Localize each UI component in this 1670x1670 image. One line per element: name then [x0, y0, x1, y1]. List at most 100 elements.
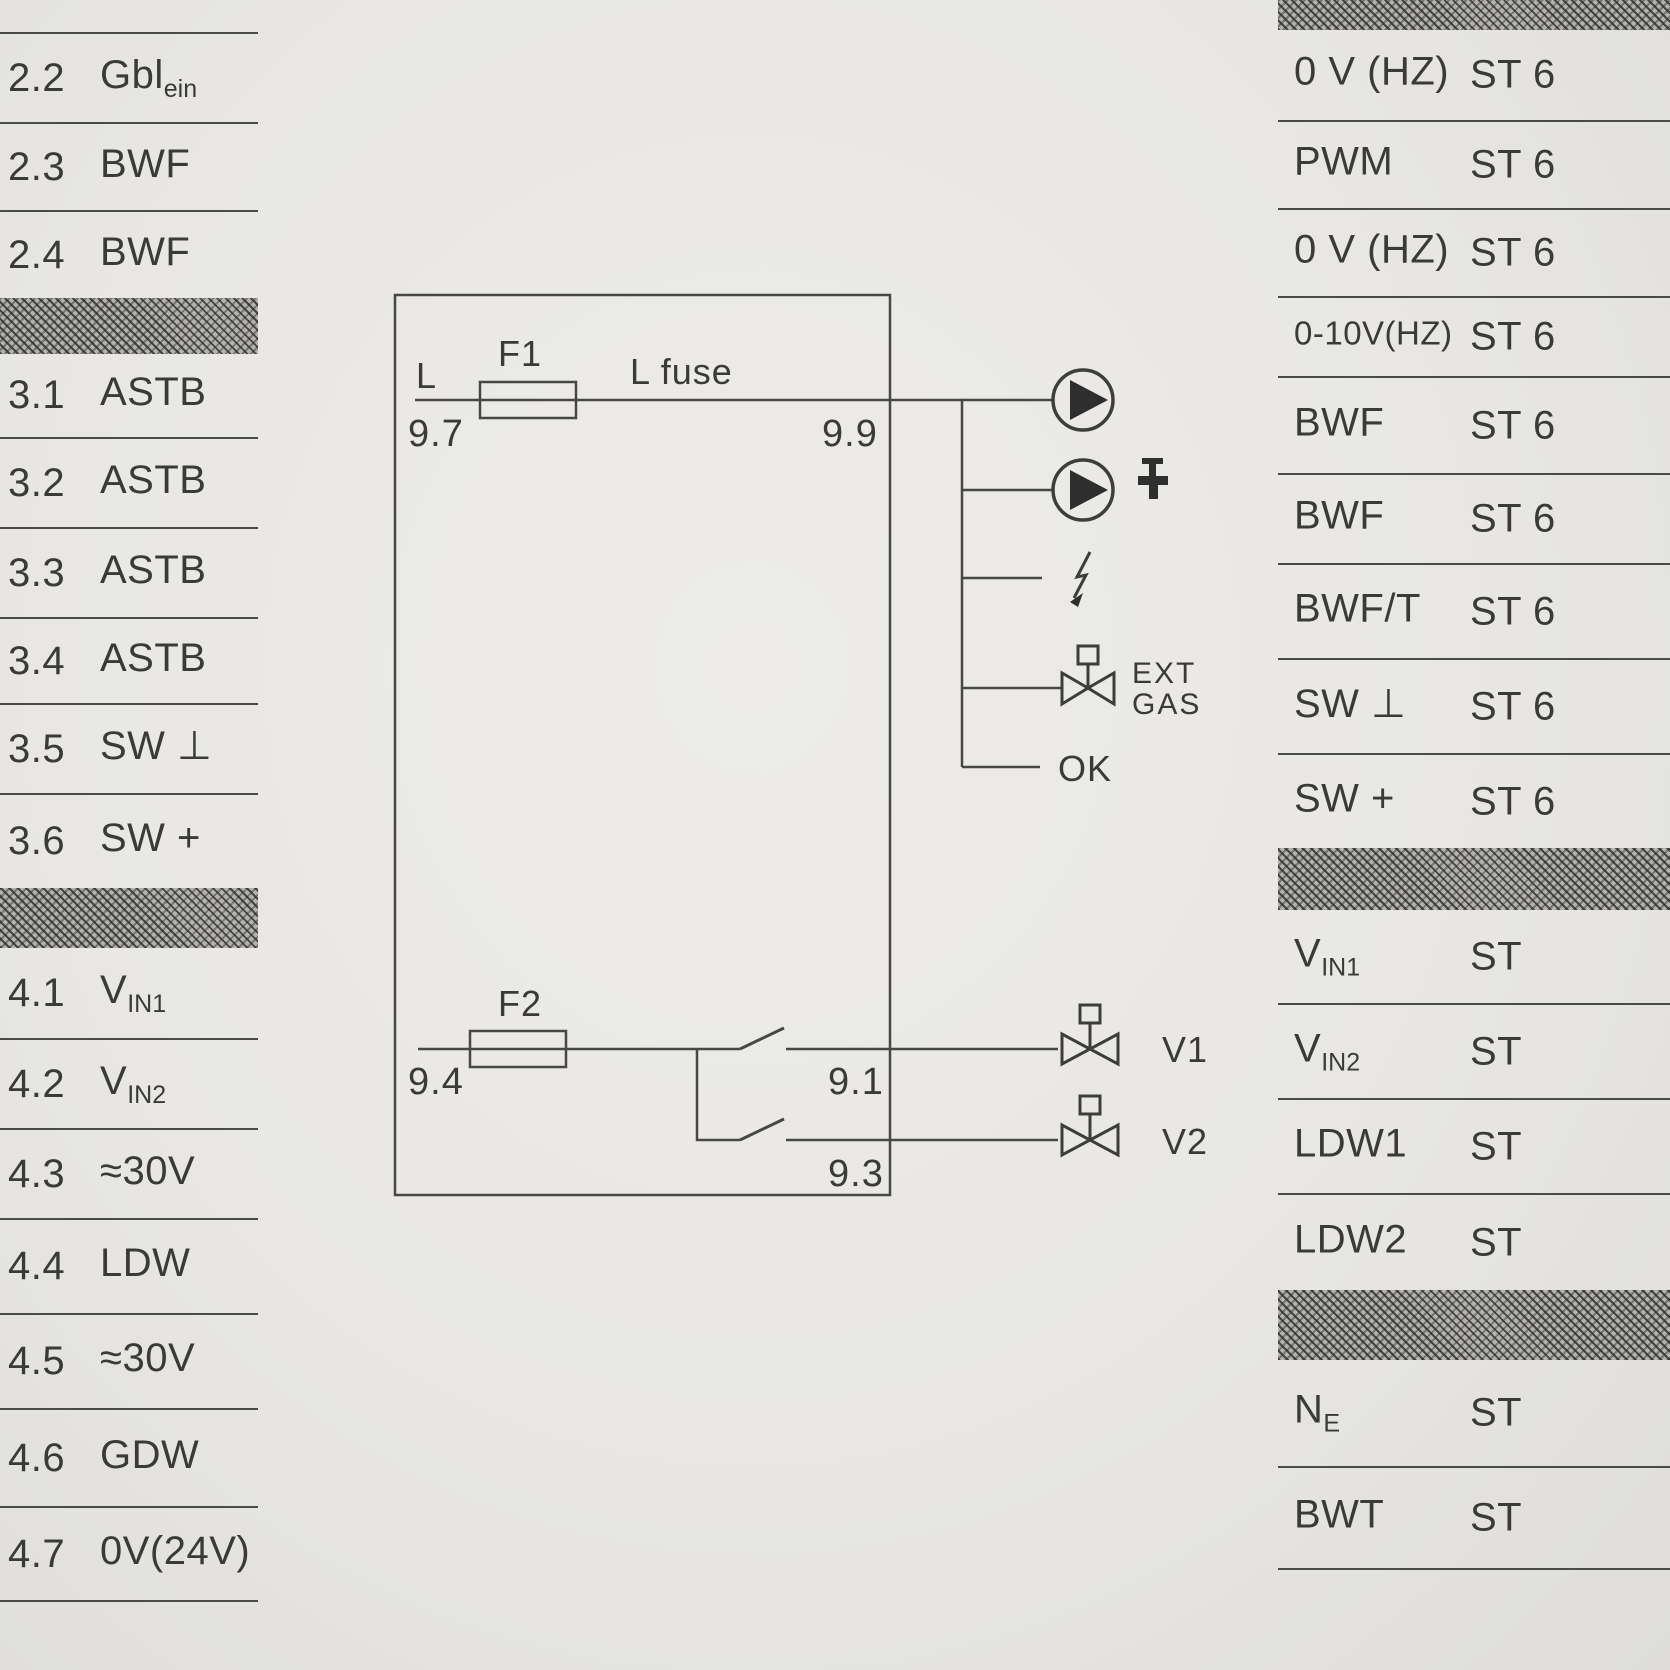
- terminal-row: 3.1 ASTB: [0, 354, 258, 439]
- connector-ref: ST: [1470, 1029, 1523, 1073]
- terminal-row: 3.3 ASTB: [0, 529, 258, 619]
- signal-name: VIN2: [1294, 1026, 1361, 1076]
- signal-name: BWT: [1294, 1492, 1385, 1537]
- terminal-row: BWF/T ST 6: [1278, 565, 1670, 660]
- terminal-row: VIN2 ST: [1278, 1005, 1670, 1100]
- v2-label: V2: [1162, 1121, 1208, 1162]
- terminal-row: 2.2 Gblein: [0, 34, 258, 124]
- signal-name: 0 V (HZ): [1294, 227, 1450, 272]
- pump-icon: [1051, 368, 1115, 432]
- terminal-label: ASTB: [100, 547, 207, 592]
- ext-gas-valve-icon: [1060, 644, 1116, 707]
- terminal-row: 3.4 ASTB: [0, 619, 258, 705]
- terminal-9-1: 9.1: [828, 1061, 884, 1103]
- terminal-number: 3.5: [8, 726, 66, 771]
- terminal-label: ASTB: [100, 457, 207, 502]
- terminal-label: BWF: [100, 141, 191, 186]
- terminal-label: BWF: [100, 229, 191, 274]
- terminal-number: 2.2: [8, 55, 66, 100]
- terminal-label: SW +: [100, 816, 201, 860]
- terminal-row: BWT ST: [1278, 1468, 1670, 1570]
- tap-icon: [1138, 458, 1168, 499]
- terminal-row: BWF ST 6: [1278, 378, 1670, 475]
- terminal-9-9: 9.9: [822, 413, 878, 455]
- group-separator-hatch: [0, 888, 258, 948]
- connector-ref: ST: [1470, 1220, 1523, 1264]
- terminal-row: PWM ST 6: [1278, 122, 1670, 210]
- terminal-row: 0 V (HZ) ST 6: [1278, 210, 1670, 298]
- right-terminal-list: 0 V (HZ) ST 6 PWM ST 6 0 V (HZ) ST 6 0-1…: [1278, 0, 1670, 1570]
- group-separator-hatch: [1278, 848, 1670, 910]
- terminal-row: SW + ST 6: [1278, 755, 1670, 848]
- connector-ref: ST: [1470, 1390, 1523, 1435]
- terminal-number: 3.3: [8, 550, 66, 595]
- terminal-number: 3.1: [8, 373, 66, 417]
- terminal-row: SW ⊥ ST 6: [1278, 660, 1670, 755]
- connector-ref: ST: [1470, 934, 1523, 978]
- connector-ref: ST 6: [1470, 779, 1556, 823]
- terminal-row: 0 V (HZ) ST 6: [1278, 30, 1670, 122]
- terminal-label: ≈30V: [100, 1336, 196, 1380]
- terminal-number: 4.5: [8, 1339, 66, 1383]
- l-fuse-wire: [415, 398, 964, 767]
- connector-ref: ST 6: [1470, 52, 1556, 97]
- terminal-number: 4.4: [8, 1244, 66, 1288]
- group-separator-hatch: [1278, 1290, 1670, 1360]
- terminal-label: GDW: [100, 1432, 200, 1477]
- group-separator-hatch: [0, 298, 258, 354]
- ext-label: EXT: [1132, 657, 1196, 690]
- terminal-row: 4.6 GDW: [0, 1410, 258, 1508]
- connector-ref: ST 6: [1470, 403, 1556, 447]
- signal-name: LDW1: [1294, 1121, 1408, 1165]
- relay-switch-1-icon: [739, 1026, 785, 1051]
- terminal-row: 4.4 LDW: [0, 1220, 258, 1315]
- terminal-label: SW ⊥: [100, 724, 213, 768]
- connector-ref: ST: [1470, 1124, 1523, 1168]
- terminal-label: VIN1: [100, 967, 167, 1018]
- terminal-row: 3.5 SW ⊥: [0, 705, 258, 795]
- signal-name: BWF: [1294, 400, 1385, 444]
- connector-ref: ST 6: [1470, 314, 1556, 359]
- connector-ref: ST: [1470, 1495, 1523, 1540]
- terminal-label: ASTB: [100, 635, 207, 680]
- terminal-row: 4.7 0V(24V): [0, 1508, 258, 1602]
- terminal-number: 4.1: [8, 970, 66, 1015]
- terminal-label: ASTB: [100, 370, 207, 414]
- terminal-row: 3.2 ASTB: [0, 439, 258, 529]
- control-unit-box: [393, 293, 892, 1197]
- signal-name: SW ⊥: [1294, 681, 1407, 726]
- ignition-spark-icon: [1070, 551, 1092, 607]
- fork-wire: [695, 1049, 740, 1142]
- signal-name: LDW2: [1294, 1217, 1408, 1261]
- signal-name: PWM: [1294, 139, 1394, 184]
- terminal-row: 4.3 ≈30V: [0, 1130, 258, 1220]
- signal-name: BWF/T: [1294, 586, 1421, 630]
- gas-label: GAS: [1132, 688, 1201, 721]
- terminal-row-partial: [0, 0, 258, 34]
- terminal-row: 2.4 BWF: [0, 212, 258, 298]
- terminal-row: LDW1 ST: [1278, 1100, 1670, 1195]
- terminal-row: 2.3 BWF: [0, 124, 258, 212]
- terminal-label: VIN2: [100, 1058, 167, 1109]
- terminal-9-3: 9.3: [828, 1153, 884, 1195]
- pump-icon: [1051, 458, 1115, 522]
- fuse-f2-icon: [468, 1029, 568, 1069]
- ok-label: OK: [1058, 748, 1112, 789]
- terminal-number: 2.3: [8, 144, 66, 189]
- terminal-label: Gblein: [100, 52, 198, 103]
- l-label: L: [416, 355, 437, 396]
- terminal-number: 3.2: [8, 460, 66, 505]
- fuse-f1-icon: [478, 380, 578, 420]
- terminal-row: NE ST: [1278, 1360, 1670, 1468]
- terminal-row: 3.6 SW +: [0, 795, 258, 888]
- valve-v1-icon: [1060, 1003, 1120, 1067]
- terminal-9-4: 9.4: [408, 1061, 464, 1103]
- valve-v2-icon: [1060, 1094, 1120, 1158]
- terminal-number: 4.6: [8, 1435, 66, 1480]
- f1-label: F1: [498, 333, 542, 374]
- connector-ref: ST 6: [1470, 142, 1556, 187]
- terminal-label: LDW: [100, 1241, 191, 1285]
- terminal-row: BWF ST 6: [1278, 475, 1670, 565]
